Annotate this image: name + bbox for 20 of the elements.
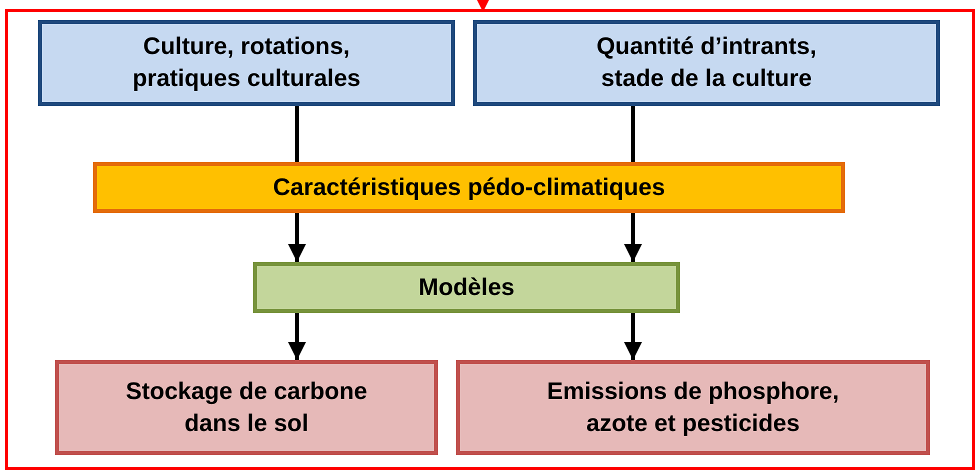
band	[93, 162, 845, 213]
connector-line	[295, 106, 299, 162]
arrow	[288, 313, 306, 360]
connector-line	[631, 106, 635, 162]
box-label: Emissions de phosphore, azote et pesticides	[546, 376, 840, 438]
process-box	[55, 360, 438, 455]
box-label: Caractéristiques pédo-climatiques	[272, 172, 666, 202]
process-box	[253, 262, 680, 313]
box-label: Modèles	[418, 272, 515, 302]
arrow	[624, 213, 642, 262]
arrow	[476, 0, 490, 12]
box-label: Quantité d’intrants, stade de la culture	[595, 32, 818, 94]
box-label: Culture, rotations, pratiques culturales	[131, 32, 362, 94]
process-box	[456, 360, 930, 455]
process-box	[38, 20, 455, 106]
box-label: Stockage de carbone dans le sol	[124, 376, 368, 438]
arrow	[288, 213, 306, 262]
arrow	[624, 313, 642, 360]
process-box	[473, 20, 940, 106]
frame-box	[5, 9, 975, 470]
